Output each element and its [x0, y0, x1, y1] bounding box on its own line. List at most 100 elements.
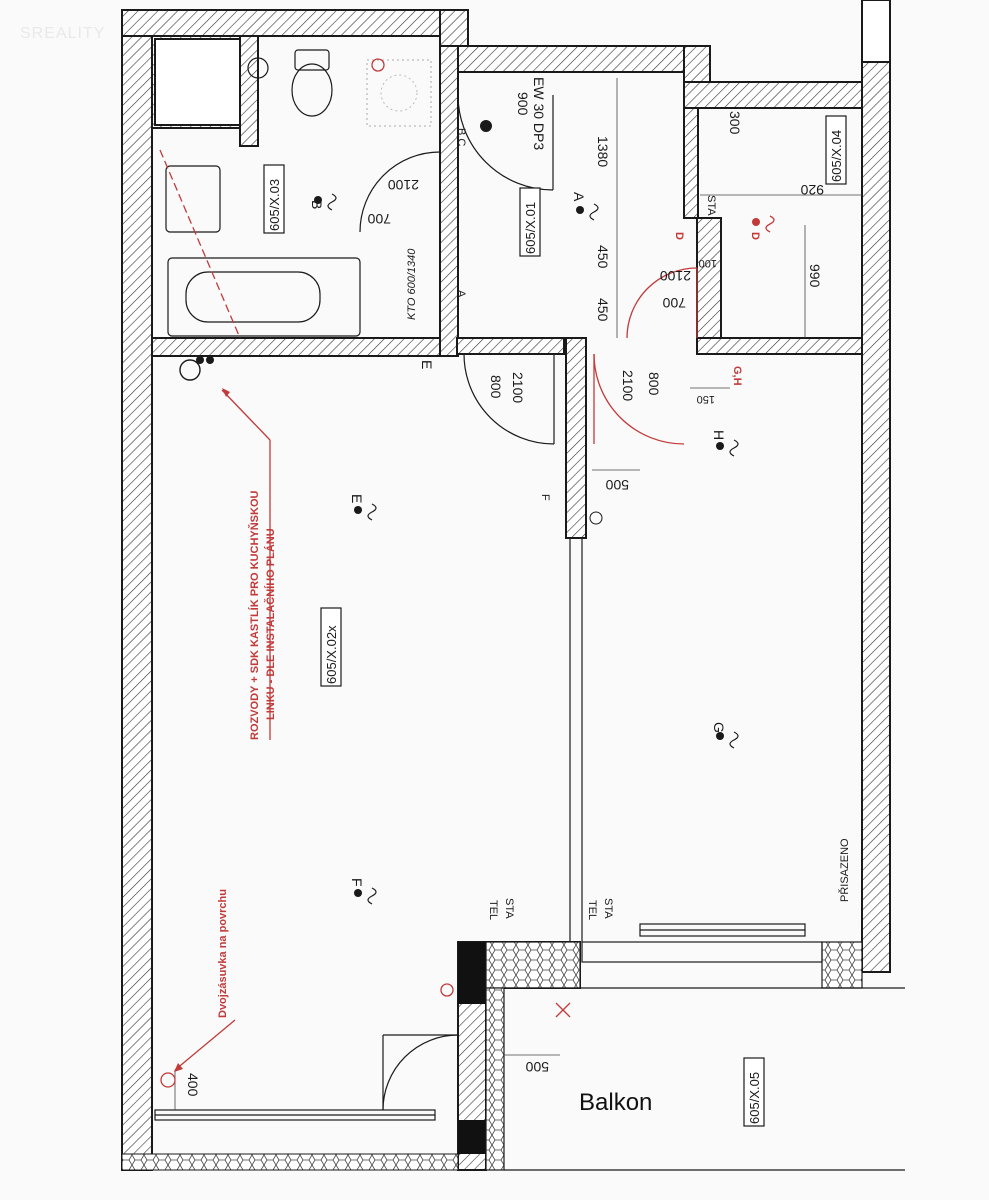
bathtub-inner: [185, 271, 321, 323]
wall-partition: [565, 337, 587, 539]
door-bath-height: 2100: [388, 177, 419, 193]
wall-hall-bottom-a: [456, 337, 565, 355]
dim-1380: 1380: [595, 136, 611, 167]
wall-bath-right: [439, 45, 459, 357]
marker-G1: G: [711, 722, 727, 733]
fixture-sta-2: STA: [602, 898, 614, 919]
walls: [121, 0, 905, 1171]
wall-bath-top-left: [239, 35, 259, 147]
fixture-sta-1: STA: [503, 898, 515, 919]
room-label-balcony: 605/X.05: [747, 1072, 762, 1124]
dim-450a: 450: [595, 245, 611, 269]
door-entrance-width: 900: [515, 92, 531, 116]
marker-H1-dot: [716, 442, 724, 450]
dim-150: 150: [697, 393, 715, 405]
balcony-honeycomb-top: [485, 941, 581, 989]
column-black-1: [458, 942, 486, 1004]
note-socket: Dvojzásuvka na povrchu: [217, 889, 229, 1018]
marker-F1-dot: [354, 889, 362, 897]
room-labels: 605/X.03 605/X.01 605/X.04 605/X.02x 605…: [263, 115, 847, 1127]
note-kitchen-line1: ROZVODY + SDK KASTLÍK PRO KUCHYŇSKOU: [248, 490, 261, 740]
room-label-storage: 605/X.04: [829, 130, 844, 182]
marker-A2: A: [455, 290, 467, 298]
bathtub: [167, 257, 361, 337]
wall-storage-bottom: [696, 337, 863, 355]
annotations: ROZVODY + SDK KASTLÍK PRO KUCHYŇSKOU LIN…: [160, 58, 571, 1088]
fixture-tel-1: TEL: [487, 900, 499, 920]
floor-drain: [247, 57, 269, 79]
dim-500b: 500: [525, 1059, 549, 1075]
marker-GH: G,H: [731, 366, 743, 386]
room-sill: [581, 941, 823, 963]
door-room-width: 800: [646, 372, 662, 396]
tub-label: KTO 600/1340: [406, 248, 418, 320]
marker-B1: B: [309, 200, 325, 209]
shaft-inner: [154, 38, 242, 126]
door-storage-arc: [626, 267, 698, 339]
dim-920: 920: [800, 182, 824, 198]
marker-A1: A: [571, 192, 587, 202]
wall-hall-right: [683, 107, 699, 219]
toilet-tank: [294, 49, 330, 71]
windows: [154, 923, 823, 1121]
balcony-honeycomb-left: [485, 987, 505, 1171]
room-label-bathroom: 605/X.03: [267, 179, 282, 231]
door-living-width: 800: [488, 375, 504, 399]
door-entrance-label: EW 30 DP3: [531, 77, 547, 150]
switch-icon: [480, 120, 492, 132]
wall-top-right: [683, 81, 865, 109]
column-top-right: [861, 0, 891, 63]
marker-E1: E: [349, 494, 365, 503]
wall-top-mid: [439, 45, 711, 73]
toilet: [291, 63, 333, 117]
dim-990: 990: [807, 264, 823, 288]
balcony-honeycomb-right: [821, 941, 863, 989]
dim-300: 300: [727, 111, 743, 135]
washer-space: [366, 59, 432, 127]
marker-G1-dot: [716, 732, 724, 740]
dim-100: 100: [699, 257, 717, 269]
wall-right: [861, 61, 891, 973]
fixture-prisazeno: PŘISAZENO: [838, 838, 851, 902]
riser-pipe: [179, 359, 201, 381]
dim-400: 400: [185, 1073, 201, 1097]
dim-450b: 450: [595, 298, 611, 322]
dimension-lines: [174, 78, 862, 1110]
door-balcony-arc: [382, 1034, 459, 1111]
door-living-height: 2100: [510, 372, 526, 403]
door-bath-arc: [359, 151, 441, 233]
balcony-name: Balkon: [579, 1089, 652, 1116]
dim-500a: 500: [605, 477, 629, 493]
watermark: SREALITY: [20, 25, 105, 42]
wall-bath-bottom: [151, 337, 458, 357]
wall-top-left: [121, 9, 468, 37]
light-markers: E F G H A B D D A B,C E F G,H: [179, 120, 775, 905]
wall-left: [121, 9, 153, 1171]
note-kitchen-line2: LINKU - DLE INSTALAČNÍHO PLÁNU: [264, 528, 277, 720]
dimension-text: EW 30 DP3 900 700 2100 700 2100 800 2100…: [185, 77, 851, 1097]
marker-D2: D: [673, 232, 685, 240]
door-room-arc: [593, 353, 685, 445]
marker-E1-dot: [354, 506, 362, 514]
socket-icon: [589, 511, 603, 525]
room-label-hall: 605/X.01: [523, 202, 538, 254]
marker-BC: B,C: [455, 128, 467, 146]
door-hall-arc: [463, 353, 555, 445]
washbasin: [165, 165, 221, 233]
marker-E1-wave: [367, 503, 377, 521]
door-bath-width: 700: [367, 211, 391, 227]
bathroom-fixtures: KTO 600/1340: [159, 49, 432, 339]
column-black-2: [458, 1120, 486, 1154]
door-storage-height: 2100: [660, 268, 691, 284]
room-label-living: 605/X.02x: [324, 625, 339, 684]
fixture-sta-storage: STA: [705, 195, 717, 216]
marker-F1: F: [349, 878, 365, 887]
door-room-height: 2100: [620, 370, 636, 401]
slope-line: [159, 149, 241, 339]
marker-D1: D: [749, 232, 761, 240]
wall-bottom-honey: [121, 1153, 459, 1171]
marker-F2: F: [539, 494, 551, 501]
door-storage-width: 700: [662, 295, 686, 311]
wall-storage-left: [696, 217, 722, 339]
